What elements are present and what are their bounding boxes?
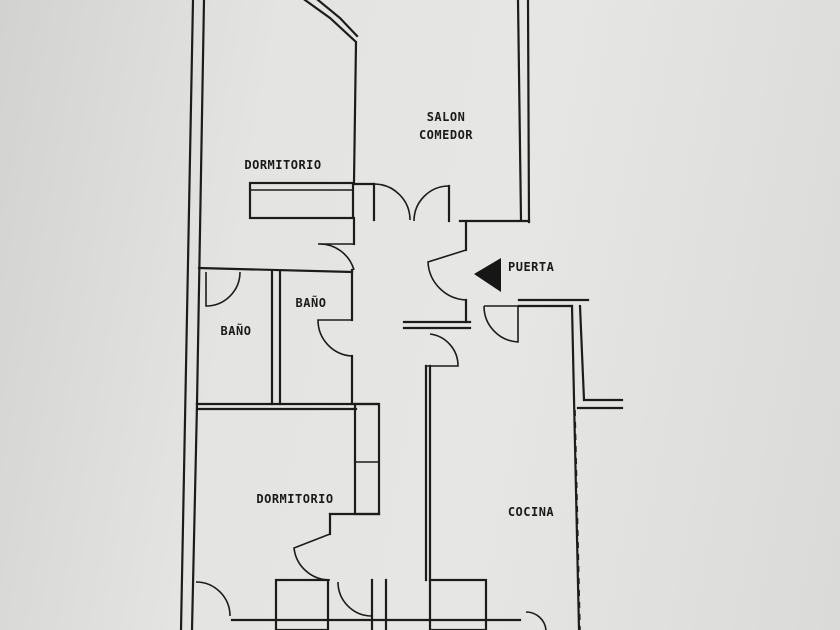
outer-left-wall xyxy=(179,0,206,630)
triangle-left-icon xyxy=(474,258,501,292)
room-label-bano-right: BAÑO xyxy=(296,295,327,310)
room-label-comedor: COMEDOR xyxy=(419,128,473,142)
hall-walls xyxy=(350,216,472,582)
top-walls xyxy=(303,0,531,224)
room-label-cocina: COCINA xyxy=(508,505,555,519)
bottom-edge-walls xyxy=(230,578,522,630)
room-label-bano-left: BAÑO xyxy=(221,323,252,338)
doors xyxy=(195,183,547,630)
room-label-dormitorio-bottom: DORMITORIO xyxy=(256,492,333,506)
bottom-bedroom-walls xyxy=(328,402,381,536)
bath-walls xyxy=(195,266,380,411)
room-label-dormitorio-top: DORMITORIO xyxy=(244,158,321,172)
kitchen-walls xyxy=(517,298,624,630)
room-label-salon: SALON xyxy=(427,110,466,124)
entrance-label: PUERTA xyxy=(508,260,555,274)
wardrobe-top xyxy=(248,181,355,220)
